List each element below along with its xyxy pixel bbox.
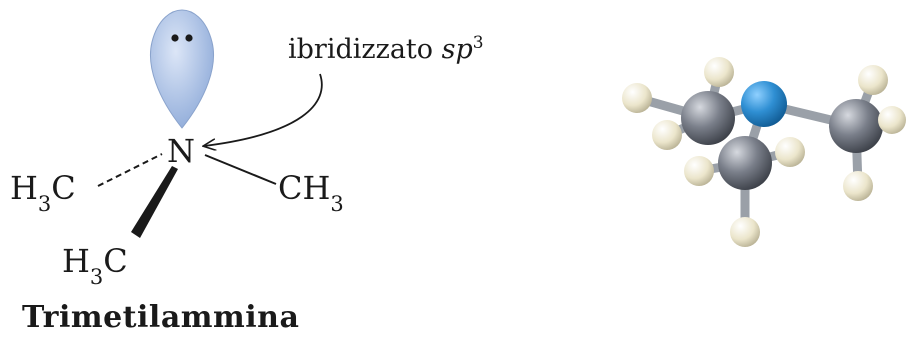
methyl-left: H3C bbox=[10, 169, 76, 216]
orbital-label: ibridizzato sp3 bbox=[288, 33, 484, 65]
carbon-atom bbox=[829, 99, 883, 153]
orbital-arrow bbox=[204, 73, 323, 146]
ball-and-stick-model bbox=[622, 57, 906, 247]
nitrogen-symbol: N bbox=[167, 132, 195, 170]
lone-pair-dot bbox=[171, 34, 179, 42]
hydrogen-atom bbox=[858, 65, 888, 95]
orbital-lobe bbox=[150, 9, 214, 129]
hydrogen-atom bbox=[622, 83, 652, 113]
dashed-bond bbox=[97, 153, 163, 187]
hydrogen-atom bbox=[684, 156, 714, 186]
hydrogen-atom bbox=[843, 171, 873, 201]
wedge-bond bbox=[131, 166, 178, 238]
hydrogen-atom bbox=[652, 120, 682, 150]
carbon-atom bbox=[681, 91, 735, 145]
hydrogen-atom bbox=[730, 217, 760, 247]
hydrogen-atom bbox=[775, 137, 805, 167]
plain-bond bbox=[204, 154, 277, 185]
molecule-name: Trimetilammina bbox=[22, 300, 300, 335]
nitrogen-atom bbox=[741, 81, 787, 127]
carbon-atom bbox=[718, 136, 772, 190]
hydrogen-atom bbox=[878, 106, 906, 134]
methyl-bottom: H3C bbox=[62, 242, 128, 289]
methyl-right: CH3 bbox=[278, 169, 344, 216]
hydrogen-atom bbox=[704, 57, 734, 87]
lone-pair-dot bbox=[185, 34, 193, 42]
